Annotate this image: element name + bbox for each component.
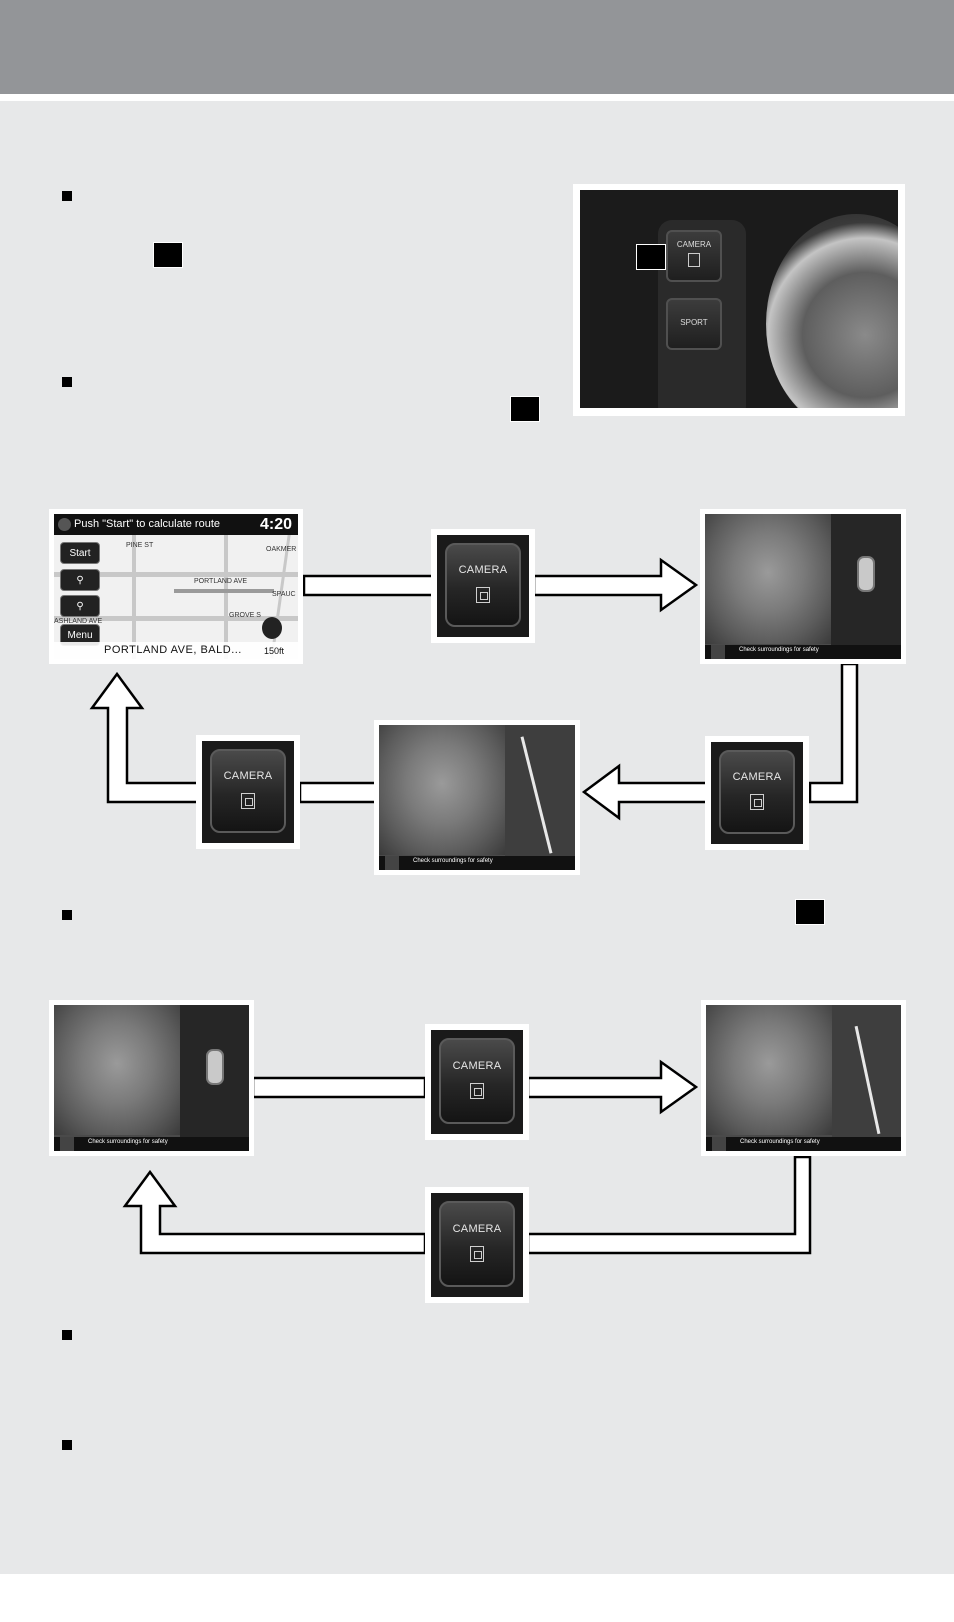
console-camera-label: CAMERA xyxy=(676,240,712,249)
console-photo: CAMERA SPORT xyxy=(580,190,898,408)
camera-icon xyxy=(476,586,490,603)
camera-button[interactable]: CAMERA xyxy=(196,735,300,849)
nav-start-button[interactable]: Start xyxy=(60,542,100,564)
street-label: OAKMER xyxy=(266,546,297,553)
front-around-view-screen: Check surroundings for safety xyxy=(700,509,906,664)
cup-holder xyxy=(766,214,898,408)
street-label: SPAUC xyxy=(272,591,296,598)
status-text: Check surroundings for safety xyxy=(740,1139,820,1145)
street-label: ASHLAND AVE xyxy=(54,618,103,625)
nav-top-bar: Push "Start" to calculate route 4:20 xyxy=(54,514,298,535)
nav-top-message: Push "Start" to calculate route xyxy=(74,518,220,530)
status-text: Check surroundings for safety xyxy=(413,858,493,864)
camera-button[interactable]: CAMERA xyxy=(431,529,535,643)
warning-icon xyxy=(712,1137,726,1151)
zoom-out-button[interactable]: ⚲ xyxy=(60,595,100,617)
street-label: GROVE S xyxy=(229,612,261,619)
callout-box-switch xyxy=(510,396,540,422)
warning-icon xyxy=(60,1137,74,1151)
navigation-map-screen: Push "Start" to calculate route 4:20 Sta… xyxy=(49,509,303,664)
front-side-view-screen: Check surroundings for safety xyxy=(374,720,580,875)
vehicle-icon xyxy=(857,556,875,592)
camera-button[interactable]: CAMERA xyxy=(425,1187,529,1303)
camera-icon xyxy=(470,1245,484,1262)
bullet-5 xyxy=(62,1440,72,1450)
magnifier-icon: ⚲ xyxy=(76,575,84,586)
warning-icon xyxy=(385,856,399,870)
camera-icon xyxy=(241,792,255,809)
nissan-logo-icon xyxy=(58,518,71,531)
camera-button[interactable]: CAMERA xyxy=(425,1024,529,1140)
vehicle-icon xyxy=(206,1049,224,1085)
camera-icon xyxy=(750,793,764,810)
bullet-1 xyxy=(62,191,72,201)
console-sport-switch: SPORT xyxy=(666,298,722,350)
camera-icon xyxy=(688,253,700,267)
street-label: PORTLAND AVE xyxy=(194,578,248,585)
nav-current-street: PORTLAND AVE, BALD... xyxy=(54,642,298,659)
nav-scale: 150ft xyxy=(263,646,284,656)
status-text: Check surroundings for safety xyxy=(739,647,819,653)
bullet-4 xyxy=(62,1330,72,1340)
status-text: Check surroundings for safety xyxy=(88,1139,168,1145)
rear-side-view-screen: Check surroundings for safety xyxy=(701,1000,906,1156)
rear-around-view-screen: Check surroundings for safety xyxy=(49,1000,254,1156)
bullet-2 xyxy=(62,377,72,387)
console-camera-switch: CAMERA xyxy=(666,230,722,282)
camera-icon xyxy=(470,1082,484,1099)
callout-box-switch xyxy=(153,242,183,268)
camera-button[interactable]: CAMERA xyxy=(705,736,809,850)
nav-clock: 4:20 xyxy=(259,516,292,533)
callout-box-switch xyxy=(636,244,666,270)
compass-icon[interactable] xyxy=(262,617,282,639)
magnifier-icon: ⚲ xyxy=(76,601,84,612)
console-sport-label: SPORT xyxy=(680,318,708,327)
header-bar xyxy=(0,0,954,94)
zoom-in-button[interactable]: ⚲ xyxy=(60,569,100,591)
callout-box-switch xyxy=(795,899,825,925)
street-label: PINE ST xyxy=(126,542,154,549)
warning-icon xyxy=(711,645,725,659)
bullet-3 xyxy=(62,910,72,920)
